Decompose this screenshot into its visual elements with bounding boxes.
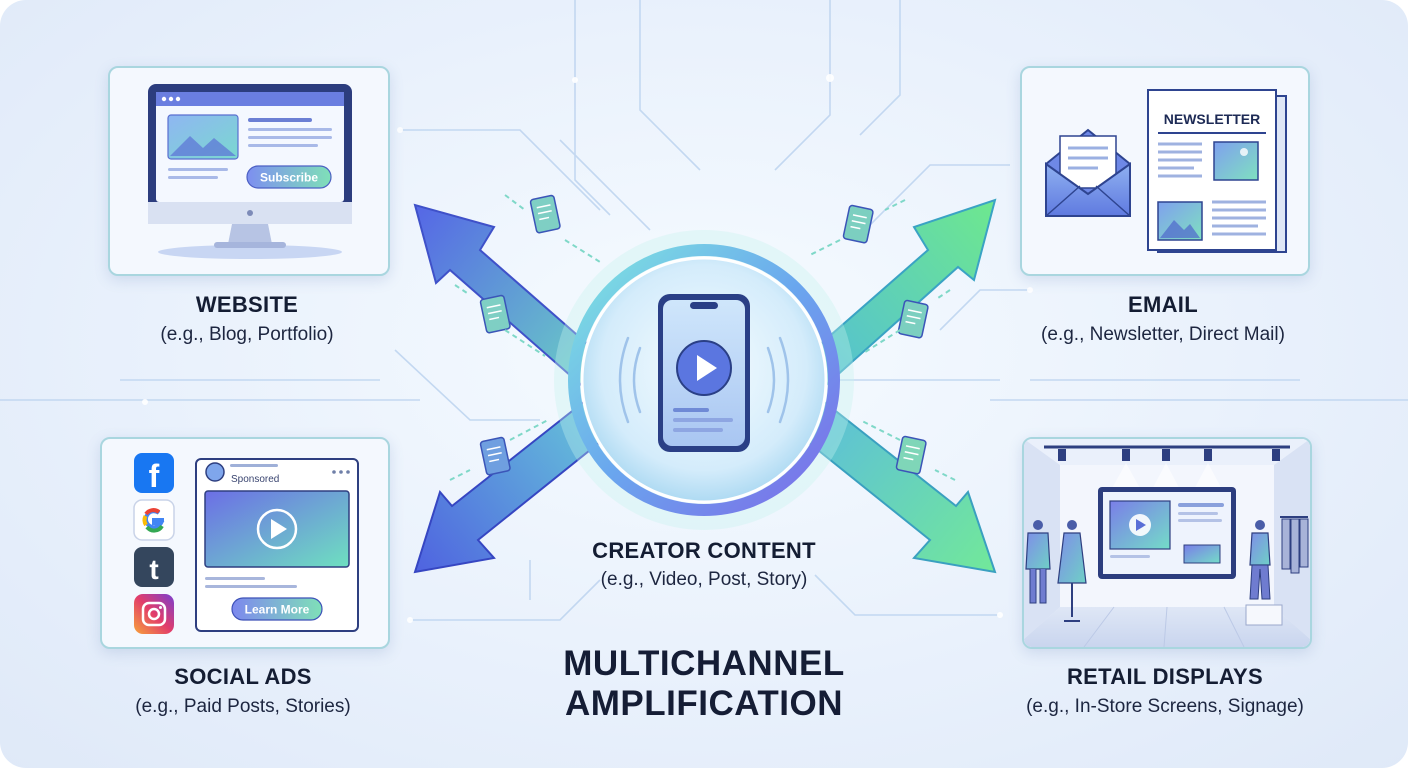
retail-displays-examples: (e.g., In-Store Screens, Signage) xyxy=(1026,696,1304,717)
retail-displays-card xyxy=(1022,437,1312,649)
social-ads-examples: (e.g., Paid Posts, Stories) xyxy=(135,696,351,717)
hub-ring xyxy=(568,244,840,516)
website-card: Subscribe xyxy=(108,66,390,276)
facebook-icon: f xyxy=(134,453,174,494)
social-ads-label: SOCIAL ADS (e.g., Paid Posts, Stories) xyxy=(100,664,386,718)
sponsored-label: Sponsored xyxy=(231,474,279,485)
email-card: NEWSLETTER xyxy=(1020,66,1310,276)
website-label: WEBSITE (e.g., Blog, Portfolio) xyxy=(108,292,386,346)
email-title: EMAIL xyxy=(1128,292,1198,317)
creator-content-examples: (e.g., Video, Post, Story) xyxy=(600,569,808,590)
social-ads-title: SOCIAL ADS xyxy=(174,664,312,689)
tumblr-icon: t xyxy=(134,547,174,587)
mannequin-icon xyxy=(1025,520,1283,626)
smartphone-icon xyxy=(658,294,750,452)
instagram-icon xyxy=(134,594,174,634)
subscribe-button: Subscribe xyxy=(260,171,318,185)
newsletter-icon: NEWSLETTER xyxy=(1147,89,1287,253)
title-line-2: AMPLIFICATION xyxy=(564,684,844,723)
envelope-icon xyxy=(1045,128,1131,217)
store-screen xyxy=(1098,487,1236,579)
title-line-1: MULTICHANNEL xyxy=(563,644,845,683)
google-icon xyxy=(133,499,175,541)
svg-text:t: t xyxy=(149,554,158,585)
social-ads-card: f t Sponsored xyxy=(100,437,390,649)
svg-text:f: f xyxy=(149,458,160,494)
website-examples: (e.g., Blog, Portfolio) xyxy=(160,324,334,345)
diagram-title: MULTICHANNEL AMPLIFICATION xyxy=(504,644,904,724)
creator-content-title: CREATOR CONTENT xyxy=(592,538,816,563)
retail-displays-title: RETAIL DISPLAYS xyxy=(1066,664,1264,689)
website-title: WEBSITE xyxy=(195,292,299,317)
learn-more-button: Learn More xyxy=(245,603,310,617)
newsletter-heading: NEWSLETTER xyxy=(1164,111,1260,127)
email-examples: (e.g., Newsletter, Direct Mail) xyxy=(1041,324,1285,345)
retail-displays-label: RETAIL DISPLAYS (e.g., In-Store Screens,… xyxy=(1000,664,1330,718)
email-label: EMAIL (e.g., Newsletter, Direct Mail) xyxy=(1010,292,1316,346)
creator-content-label: CREATOR CONTENT (e.g., Video, Post, Stor… xyxy=(534,538,874,591)
